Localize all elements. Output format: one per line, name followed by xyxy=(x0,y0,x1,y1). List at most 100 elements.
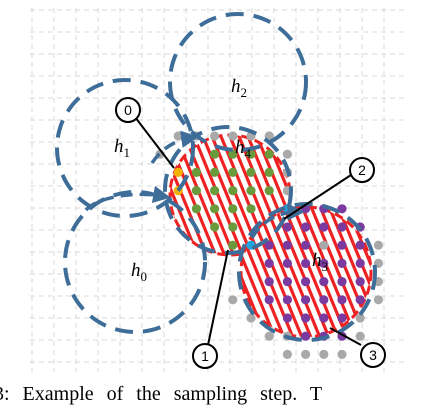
hatch-line xyxy=(170,135,202,255)
purple-sample-point xyxy=(301,313,311,323)
hatch-line xyxy=(262,207,324,337)
gray-sample-point xyxy=(355,331,365,341)
hatch-line xyxy=(370,207,371,337)
svg-text:0: 0 xyxy=(124,102,132,118)
gray-sample-point xyxy=(282,349,292,359)
callout-2: 2 xyxy=(349,157,375,183)
purple-sample-point xyxy=(319,222,329,232)
gray-sample-point xyxy=(373,240,383,250)
purple-sample-point xyxy=(301,222,311,232)
purple-sample-point xyxy=(337,313,347,323)
arrow-h4-to-h3 xyxy=(250,203,305,239)
green-sample-point xyxy=(246,186,256,196)
purple-sample-point xyxy=(282,277,292,287)
green-sample-point xyxy=(228,149,238,159)
purple-sample-point xyxy=(337,240,347,250)
arrow-h1-to-h4 xyxy=(150,130,199,164)
callout-0: 0 xyxy=(115,97,141,123)
circle-h1 xyxy=(55,78,195,218)
callout-1: 1 xyxy=(192,343,218,369)
purple-sample-point xyxy=(355,240,365,250)
green-sample-point xyxy=(246,167,256,177)
green-sample-point xyxy=(246,149,256,159)
hatch-line xyxy=(189,135,247,255)
hatch-line xyxy=(252,135,290,255)
label-h4: h4 xyxy=(235,137,252,161)
callout-3: 3 xyxy=(360,342,386,368)
gray-sample-point xyxy=(210,131,220,141)
purple-sample-point xyxy=(264,240,274,250)
hatch-line xyxy=(241,207,288,337)
green-sample-point xyxy=(228,204,238,214)
green-sample-point xyxy=(210,149,220,159)
flow-arrows xyxy=(84,130,305,239)
purple-sample-point xyxy=(337,258,347,268)
green-sample-point xyxy=(264,167,274,177)
gray-sample-point xyxy=(337,349,347,359)
green-sample-point xyxy=(191,204,201,214)
green-sample-point xyxy=(210,204,220,214)
hatch-line xyxy=(241,207,279,337)
purple-sample-point xyxy=(282,222,292,232)
gray-sample-point xyxy=(228,131,238,141)
green-sample-point xyxy=(228,167,238,177)
purple-sample-point xyxy=(301,295,311,305)
purple-sample-point xyxy=(319,258,329,268)
hatch-line xyxy=(399,201,434,343)
purple-sample-point xyxy=(319,277,329,287)
hatch-line xyxy=(280,207,342,337)
svg-text:3: 3 xyxy=(369,347,377,363)
green-sample-point xyxy=(191,186,201,196)
label-h2: h2 xyxy=(231,76,247,100)
circle-h0 xyxy=(63,190,207,334)
purple-sample-point xyxy=(282,295,292,305)
gray-sample-point xyxy=(373,295,383,305)
purple-sample-point xyxy=(264,295,274,305)
purple-sample-point xyxy=(355,295,365,305)
gray-sample-point xyxy=(228,295,238,305)
purple-sample-point xyxy=(282,313,292,323)
purple-sample-point xyxy=(319,313,329,323)
green-sample-point xyxy=(246,204,256,214)
circle-h2 xyxy=(168,12,308,152)
purple-sample-point xyxy=(282,240,292,250)
purple-sample-point xyxy=(337,295,347,305)
gray-sample-point xyxy=(355,313,365,323)
purple-sample-point xyxy=(355,277,365,287)
gray-sample-point xyxy=(264,331,274,341)
gray-sample-point xyxy=(246,313,256,323)
purple-sample-point xyxy=(337,222,347,232)
green-sample-point xyxy=(210,222,220,232)
purple-sample-point xyxy=(337,277,347,287)
hypothesis-labels: h0 h1 h2 h3 h4 xyxy=(114,76,328,284)
hatch-line xyxy=(381,201,434,343)
purple-sample-point xyxy=(264,258,274,268)
purple-sample-point xyxy=(319,295,329,305)
hatch-line xyxy=(325,207,371,337)
green-sample-point xyxy=(228,222,238,232)
green-sample-point xyxy=(228,186,238,196)
label-h0: h0 xyxy=(131,260,147,284)
label-h3: h3 xyxy=(312,250,328,274)
hatch-line xyxy=(390,201,434,343)
gray-sample-point xyxy=(319,240,329,250)
svg-text:2: 2 xyxy=(358,162,366,178)
callout-lines xyxy=(134,116,362,346)
orange-sample-point xyxy=(173,167,183,177)
svg-text:1: 1 xyxy=(201,348,209,364)
gray-sample-point xyxy=(282,149,292,159)
purple-sample-point xyxy=(282,258,292,268)
green-sample-point xyxy=(191,167,201,177)
gray-sample-point xyxy=(319,349,329,359)
purple-sample-point xyxy=(301,277,311,287)
green-sample-point xyxy=(264,186,274,196)
green-sample-point xyxy=(210,186,220,196)
arrow-h0-to-h1 xyxy=(84,185,171,212)
green-sample-point xyxy=(264,149,274,159)
purple-sample-point xyxy=(301,240,311,250)
gray-sample-point xyxy=(301,349,311,359)
green-sample-point xyxy=(210,167,220,177)
purple-sample-point xyxy=(301,331,311,341)
hatch-line xyxy=(198,135,256,255)
